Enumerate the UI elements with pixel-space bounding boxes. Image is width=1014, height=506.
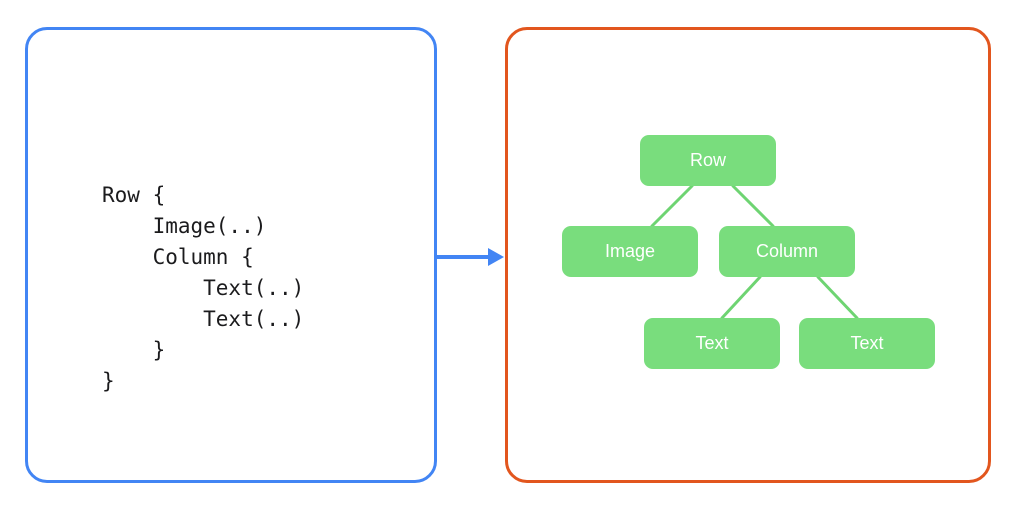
tree-node-text-2[interactable]: Text [799,318,935,369]
tree-node-image[interactable]: Image [562,226,698,277]
tree-node-text-1[interactable]: Text [644,318,780,369]
code-snippet: Row { Image(..) Column { Text(..) Text(.… [102,183,305,393]
arrow-right-icon [435,248,504,266]
tree-node-row[interactable]: Row [640,135,776,186]
tree-node-column[interactable]: Column [719,226,855,277]
code-panel: Row { Image(..) Column { Text(..) Text(.… [25,27,437,483]
